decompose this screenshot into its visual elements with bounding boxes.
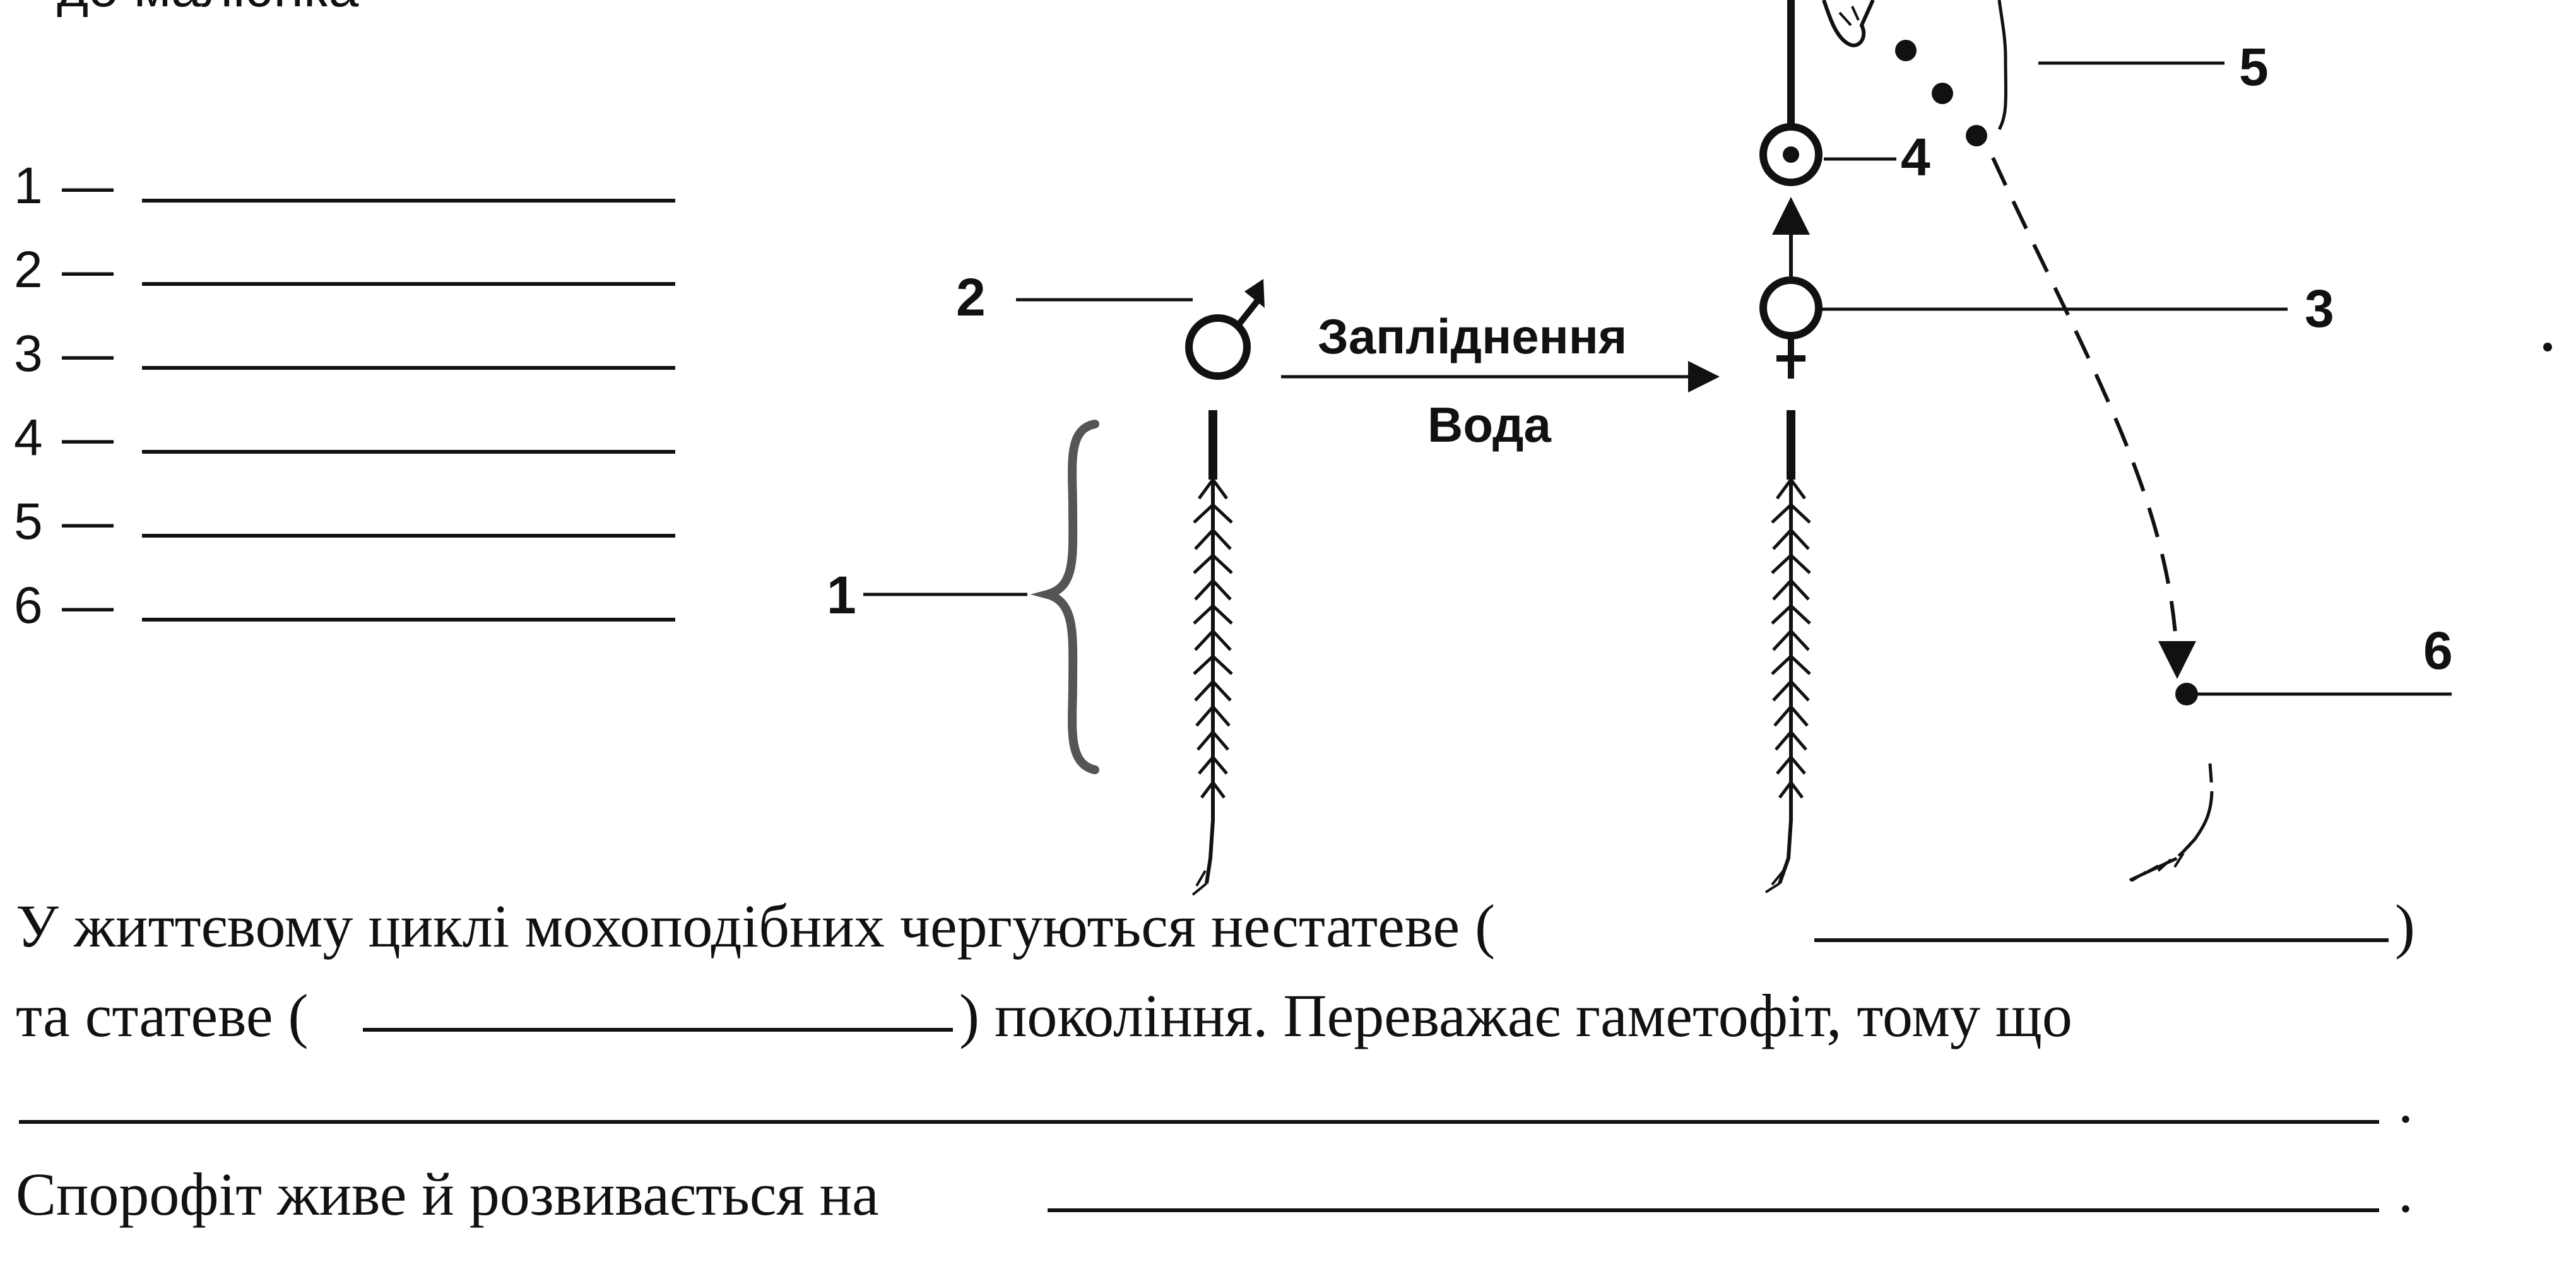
answer-row-5: 5 — — [14, 493, 675, 550]
answer-number-2: 2 — [14, 241, 43, 298]
answer-number-3: 3 — [14, 325, 43, 382]
answer-dash-6: — — [62, 577, 114, 634]
answer-dash-5: — — [62, 493, 114, 550]
female-symbol-icon — [1763, 280, 1819, 379]
callout-6: 6 — [2187, 621, 2453, 694]
answer-row-2: 2 — — [14, 241, 675, 298]
sentence-3-end: . — [2398, 1068, 2413, 1135]
answer-row-4: 4 — — [14, 409, 675, 466]
answer-number-4: 4 — [14, 409, 43, 466]
sentence-1-prefix: У життєвому циклі мохоподібних чергуютьс… — [16, 892, 1495, 960]
brace-1 — [1048, 424, 1095, 770]
label-1: 1 — [827, 565, 856, 625]
label-2: 2 — [956, 268, 986, 327]
sentence-4-prefix: Спорофіт живе й розвивається на — [16, 1160, 879, 1228]
answer-row-3: 3 — — [14, 325, 675, 382]
answer-row-6: 6 — — [14, 577, 675, 634]
spore-dispersal-arrow — [1993, 158, 2177, 675]
label-6: 6 — [2423, 621, 2453, 680]
answer-number-5: 5 — [14, 493, 43, 550]
fill-in-sentences: У життєвому циклі мохоподібних чергуютьс… — [16, 892, 2415, 1228]
male-symbol-icon — [1189, 279, 1265, 376]
sentence-1-suffix: ) — [2395, 892, 2415, 960]
callout-1: 1 — [827, 424, 1095, 770]
sporophyte-icon — [1791, 0, 1873, 126]
male-moss-plant-icon — [1193, 410, 1232, 895]
label-3: 3 — [2305, 279, 2334, 338]
header-fragment: до малюнка — [57, 0, 359, 18]
answer-dash-3: — — [62, 325, 114, 382]
callout-5: 5 — [2038, 37, 2269, 97]
answer-dash-1: — — [62, 157, 114, 215]
spores-icon — [1895, 0, 2006, 146]
answer-number-6: 6 — [14, 577, 43, 634]
water-label: Вода — [1427, 397, 1551, 452]
print-speck — [2543, 343, 2552, 351]
answer-row-1: 1 — — [14, 157, 675, 215]
fertilization-arrow: Запліднення Вода — [1281, 309, 1716, 452]
sentence-2-suffix: ) покоління. Переважає гаметофіт, тому щ… — [959, 982, 2072, 1049]
label-4: 4 — [1901, 127, 1930, 187]
female-moss-plant-icon — [1766, 410, 1810, 892]
callout-3: 3 — [1821, 279, 2334, 338]
callout-4: 4 — [1824, 127, 1930, 187]
answer-dash-2: — — [62, 241, 114, 298]
answer-number-1: 1 — [14, 157, 43, 215]
callout-2: 2 — [956, 268, 1193, 327]
sentence-4-end: . — [2398, 1157, 2413, 1225]
sentence-2-prefix: та статеве ( — [16, 982, 309, 1049]
label-5: 5 — [2239, 37, 2269, 97]
protonema-icon — [2130, 683, 2212, 881]
answer-dash-4: — — [62, 409, 114, 466]
fertilization-label: Запліднення — [1318, 309, 1627, 364]
answer-key: 1 — 2 — 3 — 4 — 5 — 6 — — [14, 157, 675, 634]
zygote-icon — [1763, 127, 1819, 182]
